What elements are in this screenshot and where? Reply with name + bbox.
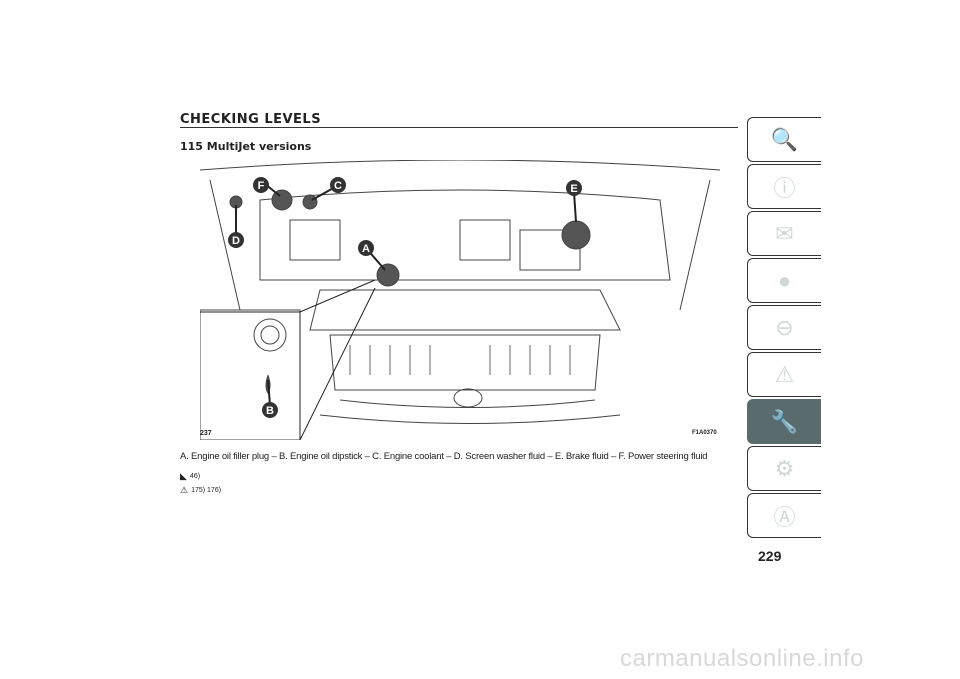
reference-text: 46) [189, 473, 201, 480]
engine-bay-illustration: A B C D E F [200, 160, 720, 440]
airbag-seat-icon: ● [777, 267, 792, 293]
watermark: carmanualsonline.info [620, 645, 864, 672]
tab-lights-message[interactable]: ✉ [747, 211, 821, 256]
page-number: 229 [758, 548, 782, 564]
car-info-icon: ⓘ [773, 175, 796, 201]
section-title: CHECKING LEVELS [180, 112, 322, 127]
car-warning-icon: ⚠ [774, 361, 795, 387]
label-b: B [266, 405, 274, 417]
figure-code: F1A0370 [692, 430, 717, 436]
key-steering-icon: ⊖ [775, 314, 794, 340]
reference-text: 175) 176) [191, 487, 222, 494]
tab-car-search[interactable]: 🔍 [747, 117, 821, 162]
warning-triangle-icon: ⚠ [180, 485, 189, 495]
reference-environment: ◣ 46) [180, 471, 200, 482]
tab-key-steering[interactable]: ⊖ [747, 305, 821, 350]
tab-index-search[interactable]: Ⓐ [747, 493, 821, 538]
figure-caption: A. Engine oil filler plug – B. Engine oi… [180, 451, 708, 462]
chapter-tabs: 🔍 ⓘ ✉ ● ⊖ ⚠ 🔧 ⚙ Ⓐ [747, 117, 821, 540]
label-c: C [334, 180, 342, 192]
lights-message-icon: ✉ [775, 220, 794, 246]
tab-car-info[interactable]: ⓘ [747, 164, 821, 209]
car-maintenance-icon: 🔧 [770, 408, 799, 434]
section-subtitle: 115 MultiJet versions [180, 140, 312, 153]
index-search-icon: Ⓐ [773, 504, 796, 530]
label-d: D [232, 235, 240, 247]
figure-number: 237 [200, 430, 212, 437]
label-f: F [258, 180, 265, 192]
label-a: A [362, 243, 370, 255]
tab-specs-gear[interactable]: ⚙ [747, 446, 821, 491]
label-e: E [570, 183, 577, 195]
environment-warning-icon: ◣ [180, 471, 187, 481]
specs-gear-icon: ⚙ [774, 455, 795, 481]
tab-car-maintenance[interactable]: 🔧 [747, 399, 821, 444]
title-rule [180, 127, 738, 128]
reference-warning: ⚠ 175) 176) [180, 485, 221, 496]
car-search-icon: 🔍 [770, 126, 799, 152]
tab-car-warning[interactable]: ⚠ [747, 352, 821, 397]
tab-airbag-seat[interactable]: ● [747, 258, 821, 303]
